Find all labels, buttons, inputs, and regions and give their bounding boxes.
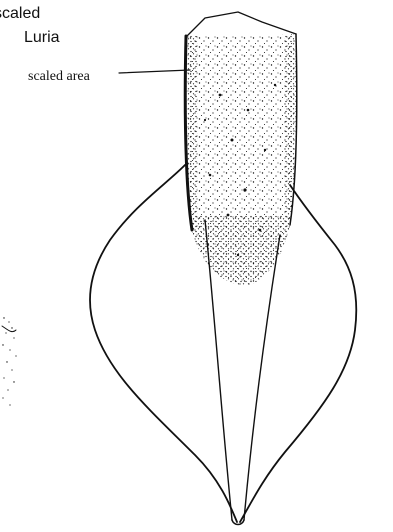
scaled-area-label: scaled area (28, 69, 91, 84)
organ-tip (187, 12, 296, 36)
scaled-organ (180, 12, 305, 290)
caption-line-2: Luria (24, 29, 60, 46)
caption-line-1: scaled (0, 5, 40, 22)
partial-specimen-fragment (2, 317, 17, 405)
stalk-base (232, 520, 244, 525)
scaled-area-leader-line (119, 70, 190, 73)
